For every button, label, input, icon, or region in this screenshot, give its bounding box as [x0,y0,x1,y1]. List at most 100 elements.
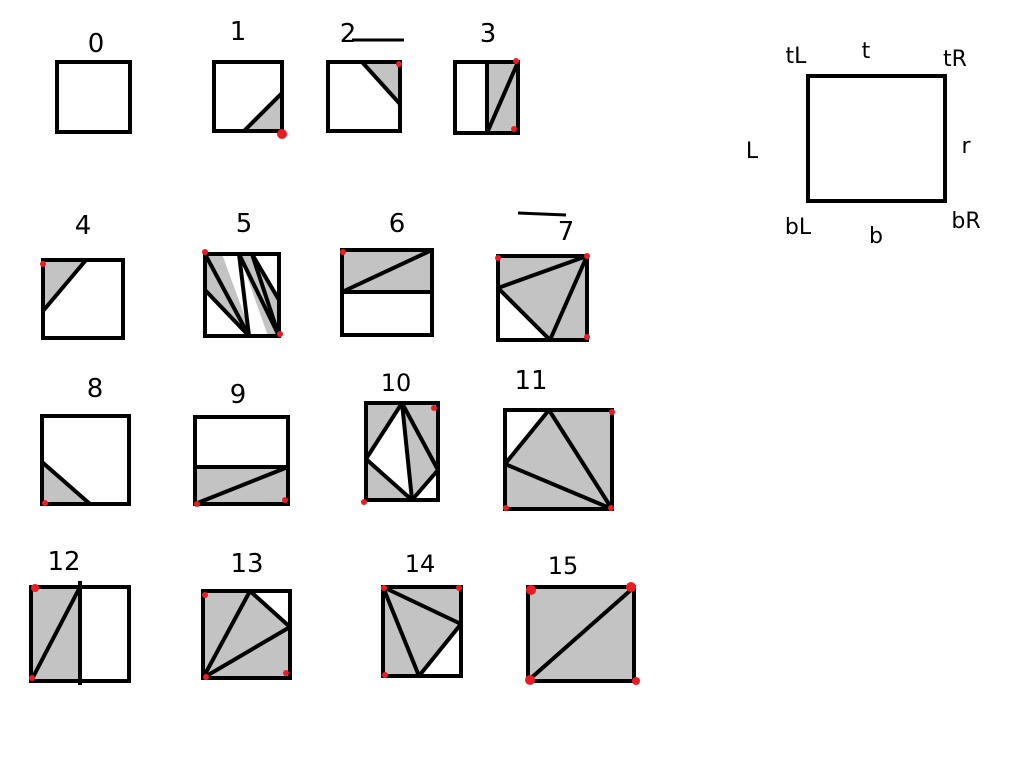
case-1-corner-dot [277,129,287,139]
case-6-label: 6 [389,209,406,239]
case-3-cell: 3 [453,19,520,135]
case-10-cell: 10 [361,369,440,505]
case-14-corner-dot-tr [456,585,462,591]
case-2-edge [360,60,402,106]
case-12-label: 12 [47,547,80,577]
case-13-edge [248,589,292,629]
case-9-label: 9 [230,380,247,410]
case-9-corner-dot-bl [194,501,200,507]
case-1-label: 1 [230,17,247,47]
case-7-fill [498,256,587,340]
case-5-label: 5 [236,209,253,239]
case-6-corner-dot [340,249,346,255]
case-10-line-b [364,457,414,502]
case-2-corner-dot [396,61,402,67]
case-11-corner-dot-br [608,505,614,511]
case-11-label: 11 [514,366,547,396]
case-13-corner-dot-bl [203,674,209,680]
case-13-corner-dot-tl [202,592,208,598]
case-8-corner-dot [42,500,48,506]
case-8-label: 8 [87,374,104,404]
case-7-corner-dot-tl [495,255,501,261]
case-9-cell: 9 [193,380,290,507]
case-0-cell: 0 [55,29,132,134]
reference-square-outline [806,74,947,203]
case-7-corner-dot-tr [584,253,590,259]
case-10-label: 10 [381,369,412,397]
legend-bottom: b [869,224,883,249]
case-6-diagonal [341,248,433,294]
case-8-edge [40,460,92,506]
case-10-line-c [400,402,414,501]
case-15-corner-dot-bl [525,675,535,685]
case-11-edge [503,408,551,466]
case-5-outline [203,252,281,338]
case-3-diagonal [485,61,520,134]
legend-bottom-right: bR [951,209,980,234]
case-15-cell: 15 [525,552,640,685]
case-11-diag-a [504,462,613,511]
case-14-fill [383,587,461,676]
case-13-diag-a [201,590,252,679]
case-8-cell: 8 [40,374,131,506]
legend-top-right: tR [943,47,967,72]
case-11-corner-dot-bl [503,505,509,511]
case-11-diag-b [547,408,614,511]
case-1-cell: 1 [212,17,287,139]
case-12-diagonal [29,586,82,682]
case-13-diag-b [201,625,292,680]
case-5-line-c [237,253,251,337]
case-1-outline [212,60,284,133]
case-7-outline [496,254,589,342]
case-2-label: 2 [340,19,357,49]
case-13-fill [203,591,290,678]
case-14-diag-b [381,586,421,677]
case-11-fill [505,410,612,509]
case-11-cell: 11 [503,366,615,511]
case-5-line-d [237,253,281,337]
case-9-corner-dot-br [282,497,288,503]
case-1-edge [242,91,284,133]
legend-bottom-left: bL [785,215,812,240]
legend-top: t [862,39,871,64]
case-14-diag-a [382,585,462,626]
case-15-corner-dot-br [632,677,640,685]
case-13-cell: 13 [201,549,292,680]
case-4-edge [41,258,88,313]
case-5-line-f [250,252,281,302]
case-14-outline [381,585,463,678]
case-13-outline [201,589,292,680]
legend-top-left: tL [786,44,808,69]
case-10-line-d [400,402,440,471]
case-5-corner-dot-br [277,331,283,337]
case-9-diagonal [194,465,289,506]
case-0-label: 0 [88,29,105,59]
case-4-corner-dot [40,261,46,267]
case-7-diag-b [548,255,589,341]
reference-square: tL t tR L r bL b bR [746,39,981,249]
case-14-label: 14 [405,550,436,578]
case-4-label: 4 [75,211,92,241]
case-12-cell: 12 [29,547,131,685]
case-11-outline [503,408,614,511]
case-7-label-stroke [517,211,567,217]
case-4-outline [41,258,125,340]
case-3-corner-dot-top [513,58,519,64]
case-6-cell: 6 [340,209,434,337]
case-5-line-e [250,253,281,337]
case-12-corner-dot-bl [29,675,35,681]
case-15-diagonal [528,587,634,681]
case-3-corner-dot-bottom [511,126,517,132]
case-7-cell: 7 [495,211,590,342]
case-7-edge [496,286,552,342]
case-9-outline [193,415,290,506]
legend-right: r [961,134,971,159]
case-15-corner-dot-tl [526,585,536,595]
case-5-line-a [203,253,251,337]
case-4-cell: 4 [40,211,125,340]
case-10-corner-dot-tr [431,405,437,411]
case-10-corner-dot-bl [361,499,367,505]
case-7-diag-a [497,254,588,290]
case-10-line-a [364,401,404,461]
